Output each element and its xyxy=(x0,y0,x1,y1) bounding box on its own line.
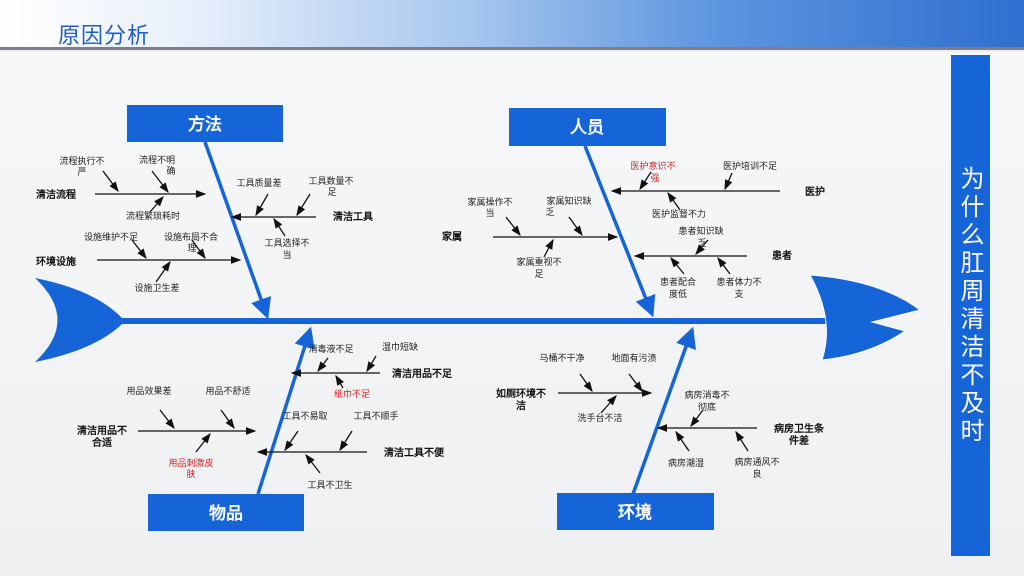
cause: 工具不易取 xyxy=(282,411,327,422)
cause: 家属操作不 xyxy=(467,196,512,208)
category-box-environment xyxy=(557,493,714,530)
cause: 度低 xyxy=(669,288,687,300)
cause: 良 xyxy=(752,468,761,480)
cause: 马桶不干净 xyxy=(539,352,584,364)
branch-family: 家属 xyxy=(442,230,462,243)
branch-supplies-unsuitable-line2: 合适 xyxy=(91,436,112,449)
branch-lines xyxy=(95,170,780,474)
cause-highlighted: 医护意识不 xyxy=(630,160,675,172)
cause: 乏 xyxy=(545,207,554,218)
problem-statement: 为什么肛周清洁不及时 xyxy=(956,165,984,446)
header-banner xyxy=(0,0,1024,50)
branch-ward-hygiene-line2: 件差 xyxy=(789,434,809,447)
category-box-items xyxy=(148,494,304,531)
branch-medical-staff: 医护 xyxy=(805,185,825,198)
cause: 设施卫生差 xyxy=(134,282,179,294)
cause: 理 xyxy=(187,243,196,254)
bone-method xyxy=(203,141,272,320)
cause: 工具质量差 xyxy=(236,177,281,189)
cause: 患者配合 xyxy=(660,276,696,288)
cause: 患者知识缺 xyxy=(678,225,723,237)
cause: 乏 xyxy=(697,238,706,249)
branch-ward-hygiene: 病房卫生条 xyxy=(774,422,825,435)
cause: 当 xyxy=(485,207,494,219)
branch-cleaning-tools: 清洁工具 xyxy=(333,210,373,223)
branch-patient: 患者 xyxy=(772,249,792,262)
cause: 工具不卫生 xyxy=(307,479,352,491)
cause: 确 xyxy=(166,165,175,177)
cause: 足 xyxy=(327,187,336,198)
bone-people xyxy=(583,145,656,318)
category-box-method xyxy=(127,105,283,142)
cause: 彻底 xyxy=(698,401,716,413)
cause: 流程不明 xyxy=(139,154,175,166)
cause-highlighted: 用品刺激皮 xyxy=(168,457,213,469)
branch-environment-facilities: 环境设施 xyxy=(36,255,76,268)
cause: 当 xyxy=(282,249,291,261)
cause: 家属知识缺 xyxy=(546,195,591,207)
cause: 用品效果差 xyxy=(126,385,171,397)
cause: 工具数量不 xyxy=(308,175,353,187)
cause: 工具不顺手 xyxy=(353,410,398,422)
page-title: 原因分析 xyxy=(58,24,151,49)
cause-highlighted: 肤 xyxy=(186,469,195,480)
problem-statement-box: 为什么肛周清洁不及时 xyxy=(951,55,990,556)
fish-tail xyxy=(35,278,122,362)
branch-tools-inconvenient: 清洁工具不便 xyxy=(384,446,445,459)
cause: 设施布局不合 xyxy=(164,231,218,243)
branch-supplies-unsuitable: 清洁用品不 xyxy=(77,424,127,437)
cause: 严 xyxy=(77,167,86,178)
cause: 医护培训不足 xyxy=(723,160,777,172)
cause: 工具选择不 xyxy=(264,237,309,249)
bone-environment xyxy=(631,326,696,495)
cause: 医护监督不力 xyxy=(652,208,706,220)
cause: 地面有污渍 xyxy=(611,352,656,364)
cause: 流程执行不 xyxy=(59,155,104,167)
category-box-people xyxy=(509,108,666,146)
cause: 病房通风不 xyxy=(734,456,779,468)
bone-items xyxy=(256,326,315,495)
branch-supplies-insufficient: 清洁用品不足 xyxy=(392,367,453,380)
cause: 家属重视不 xyxy=(516,256,561,268)
cause: 流程繁琐耗时 xyxy=(126,210,180,222)
category-environment: 环境 xyxy=(618,502,652,523)
branch-toilet-environment-line2: 洁 xyxy=(516,399,526,412)
category-items: 物品 xyxy=(209,503,243,524)
cause: 消毒液不足 xyxy=(308,343,353,355)
cause-highlighted: 强 xyxy=(650,173,659,184)
cause: 病房潮湿 xyxy=(668,457,704,469)
cause: 足 xyxy=(534,269,543,280)
cause: 洗手台不洁 xyxy=(577,412,622,424)
cause: 病房消毒不 xyxy=(684,389,729,401)
cause-highlighted: 纸巾不足 xyxy=(334,388,370,400)
category-people: 人员 xyxy=(570,118,604,138)
cause: 湿巾短缺 xyxy=(382,341,418,353)
fish-head xyxy=(809,274,922,361)
branch-cleaning-process: 清洁流程 xyxy=(36,188,76,201)
branch-toilet-environment: 如厕环境不 xyxy=(496,387,546,400)
category-method: 方法 xyxy=(188,114,222,135)
cause: 设施维护不足 xyxy=(84,231,138,243)
cause: 患者体力不 xyxy=(716,276,761,288)
cause: 支 xyxy=(734,288,743,300)
cause: 用品不舒适 xyxy=(205,385,250,397)
